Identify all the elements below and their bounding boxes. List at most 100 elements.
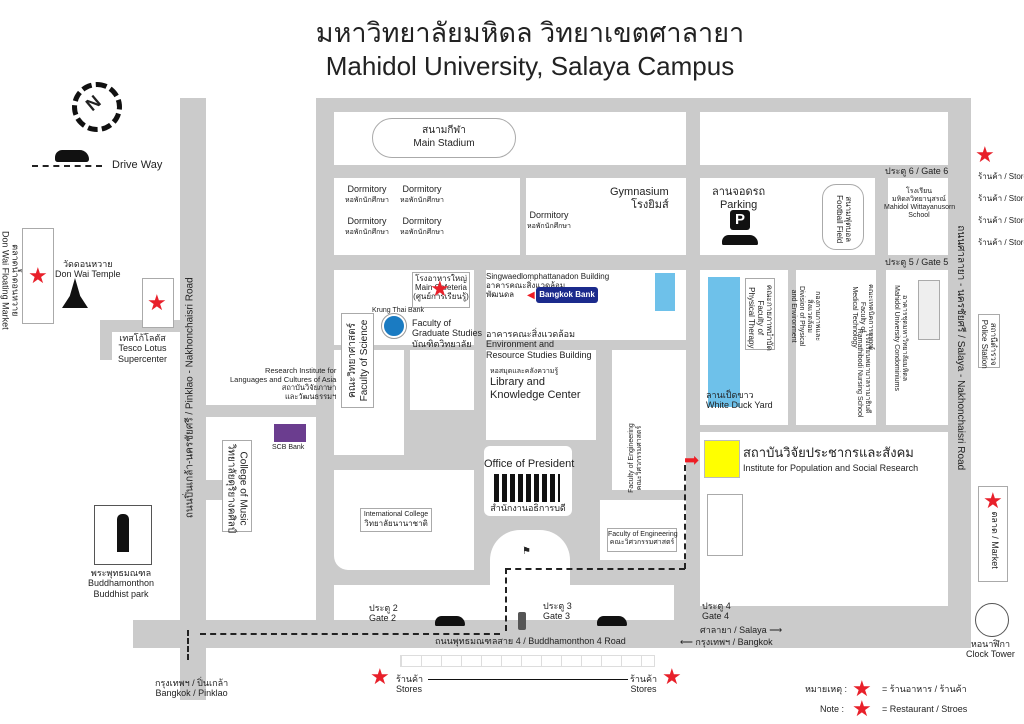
market[interactable] [978,486,1008,582]
store-2[interactable]: ร้านค้า / Store [978,194,1024,203]
star-icon: ★ [147,290,167,315]
pinklao-road-label: ถนนปิ่นเกล้า-นครชัยศรี / Pinklao - Nakho… [184,277,196,519]
don-wai-floating-market[interactable] [22,228,54,324]
star-icon: ★ [662,664,682,689]
bangkok-bank[interactable]: Bangkok Bank [536,287,598,303]
traffic-light-icon [518,612,526,630]
main-stadium[interactable]: สนามกีฬา Main Stadium [372,118,516,158]
buddhamonthon-road-label: ถนนพุทธมณฑลสาย 4 / Buddhamonthon 4 Road [435,636,626,646]
store-4[interactable]: ร้านค้า / Store [978,238,1024,247]
ipsr-name-thai: สถาบันวิจัยประชากรและสังคม [743,445,914,460]
compass-icon: N [72,82,122,132]
flag-icon: ⚑ [522,546,531,557]
buddhamonthon-park[interactable] [94,505,152,565]
note-thai-label: หมายเหตุ : [805,684,848,694]
white-duck-yard-pond [708,277,740,407]
drive-way-label: Drive Way [112,159,163,171]
ipsr-name-english: Institute for Population and Social Rese… [743,463,919,473]
ipsr-building[interactable] [704,440,740,478]
star-icon: ★ [370,664,390,689]
star-icon: ★ [28,263,48,288]
title-thai: มหาวิทยาลัยมหิดล วิทยาเขตศาลายา [315,18,745,48]
pinklao-road [180,98,206,700]
drive-way-line [32,165,102,167]
star-icon: ★ [430,276,450,301]
parking-icon: P [730,210,750,230]
star-icon: ★ [975,142,995,167]
mahidol-wittayanusorn-school[interactable]: โรงเรียนมหิดลวิทยานุสรณ์Mahidol Wittayan… [884,188,956,220]
scb-bank-logo[interactable] [274,424,306,442]
note-en-label: Note : [820,704,845,714]
gate-6-label: ประตู 6 / Gate 6 [885,166,949,176]
gate-5-label: ประตู 5 / Gate 5 [885,257,949,267]
salaya-road-label: ถนนศาลายา - นครชัยศรี / Salaya - Nakhonc… [954,225,966,471]
shop-row [400,655,655,667]
title-english: Mahidol University, Salaya Campus [325,51,735,81]
destination-arrow-icon: ➡ [684,450,700,470]
car-icon [597,616,627,626]
star-icon: ★ [852,696,872,721]
krung-thai-bank-label: Krung Thai Bank [372,307,425,314]
condo-buildings [918,280,940,340]
clock-tower-icon[interactable] [975,603,1009,637]
faculty-of-science[interactable]: คณะวิทยาศาสตร์Faculty of Science [341,313,374,408]
car-icon [722,235,758,245]
scb-bank-label: SCB Bank [272,444,305,451]
arrow-left-icon: ◀ [527,290,535,301]
star-icon: ★ [983,488,1003,513]
krung-thai-bank-logo[interactable] [381,313,407,339]
swimming-pool [655,273,675,311]
office-of-president-thai: สำนักงานอธิการบดี [490,503,566,513]
note-thai-desc: = ร้านอาหาร / ร้านค้า [882,684,967,694]
salaya-road [948,98,970,648]
car-icon [435,616,465,626]
to-bangkok-label: ⟵ กรุงเทพฯ / Bangkok [680,637,773,647]
main-cafeteria[interactable]: โรงอาหารใหญ่Main Cafeteria(ศูนย์การเรียน… [412,272,470,308]
store-1[interactable]: ร้านค้า / Store [978,172,1024,181]
office-of-president-label: Office of President [484,458,575,470]
note-en-desc: = Restaurant / Stroes [882,704,968,714]
building-icon [494,474,560,502]
market-label: ตลาด / Market [990,511,1001,569]
tesco-lotus[interactable] [142,278,174,328]
to-salaya-label: ศาลายา / Salaya ⟶ [700,625,783,635]
car-icon [55,150,89,162]
ramathibodi-nursing-school[interactable]: โรงเรียนพยาบาลรามาธิบดีRamathibodi Nursi… [856,328,872,418]
store-3[interactable]: ร้านค้า / Store [978,216,1024,225]
temple-icon [62,278,88,308]
star-icon: ★ [852,676,872,701]
